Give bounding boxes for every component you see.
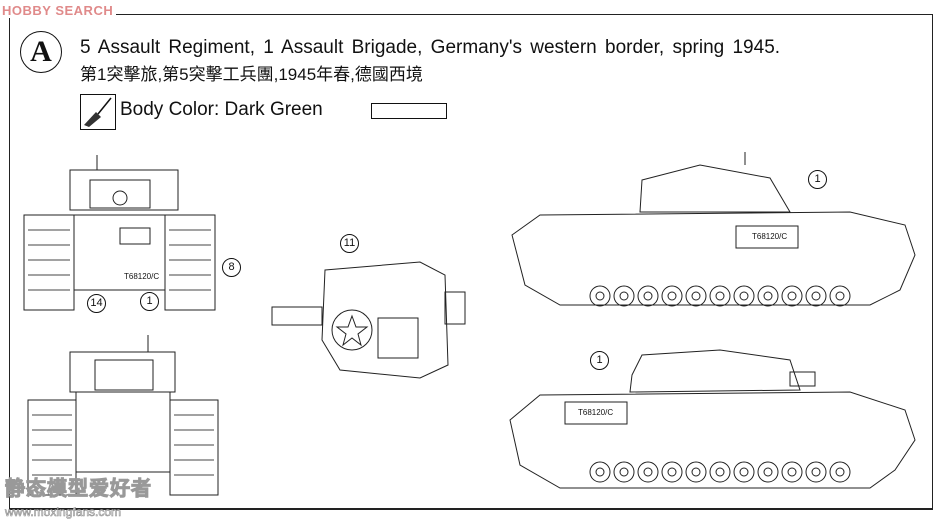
road-wheel: [709, 461, 731, 483]
road-wheel: [685, 285, 707, 307]
road-wheel: [733, 461, 755, 483]
tank-side-view-left: [509, 349, 916, 489]
road-wheel-hub: [643, 291, 653, 301]
road-wheel: [781, 461, 803, 483]
road-wheel: [685, 461, 707, 483]
paint-brush-icon: [80, 94, 116, 130]
road-wheel-hub: [835, 291, 845, 301]
road-wheel-hub: [619, 467, 629, 477]
turret-top-view: [271, 261, 466, 379]
road-wheel: [781, 285, 803, 307]
road-wheel-hub: [595, 467, 605, 477]
road-wheel-hub: [787, 467, 797, 477]
road-wheel-hub: [715, 291, 725, 301]
callout-11: 11: [340, 234, 359, 253]
watermark-moxingfans-cn: 静态模型爱好者: [5, 478, 152, 501]
callout-1-front: 1: [140, 292, 159, 311]
body-color-label: Body Color: Dark Green: [120, 99, 323, 120]
road-wheel: [757, 461, 779, 483]
road-wheel-hub: [739, 467, 749, 477]
scheme-letter-badge: A: [20, 31, 62, 73]
watermark-moxingfans-url: www.moxingfans.com: [5, 505, 122, 520]
color-swatch: [371, 103, 447, 119]
road-wheel: [589, 285, 611, 307]
callout-8: 8: [222, 258, 241, 277]
watermark-hobby-search: HOBBY SEARCH: [2, 3, 117, 18]
road-wheel-hub: [835, 467, 845, 477]
road-wheel-hub: [667, 291, 677, 301]
road-wheel-hub: [811, 291, 821, 301]
serial-marking-side: T68120/C: [752, 232, 788, 241]
road-wheel-hub: [667, 467, 677, 477]
road-wheel: [829, 461, 851, 483]
road-wheel: [613, 461, 635, 483]
road-wheel: [637, 285, 659, 307]
scheme-title-zh: 第1突擊旅,第5突擊工兵團,1945年春,德國西境: [80, 65, 423, 84]
callout-1-side: 1: [808, 170, 827, 189]
road-wheel-hub: [787, 291, 797, 301]
road-wheel-hub: [691, 467, 701, 477]
tank-front-view: [23, 155, 216, 311]
road-wheel: [661, 285, 683, 307]
road-wheel-hub: [643, 467, 653, 477]
road-wheel: [829, 285, 851, 307]
road-wheel-hub: [739, 291, 749, 301]
callout-1-side-left: 1: [590, 351, 609, 370]
tank-rear-view: [27, 335, 219, 496]
serial-marking-front: T68120/C: [124, 272, 160, 281]
road-wheel-hub: [595, 291, 605, 301]
road-wheel: [637, 461, 659, 483]
instruction-frame: [9, 14, 933, 510]
scheme-title-en: 5 Assault Regiment, 1 Assault Brigade, G…: [80, 37, 781, 58]
road-wheel: [757, 285, 779, 307]
road-wheel: [589, 461, 611, 483]
road-wheel-hub: [691, 291, 701, 301]
callout-14: 14: [87, 294, 106, 313]
road-wheel: [661, 461, 683, 483]
road-wheel-hub: [715, 467, 725, 477]
road-wheel: [613, 285, 635, 307]
road-wheel: [733, 285, 755, 307]
road-wheel-hub: [811, 467, 821, 477]
road-wheel: [805, 285, 827, 307]
road-wheel-hub: [763, 291, 773, 301]
tank-side-view-right: [511, 152, 916, 307]
road-wheel-hub: [619, 291, 629, 301]
road-wheel: [805, 461, 827, 483]
road-wheel: [709, 285, 731, 307]
serial-marking-side-left: T68120/C: [578, 408, 614, 417]
road-wheel-hub: [763, 467, 773, 477]
